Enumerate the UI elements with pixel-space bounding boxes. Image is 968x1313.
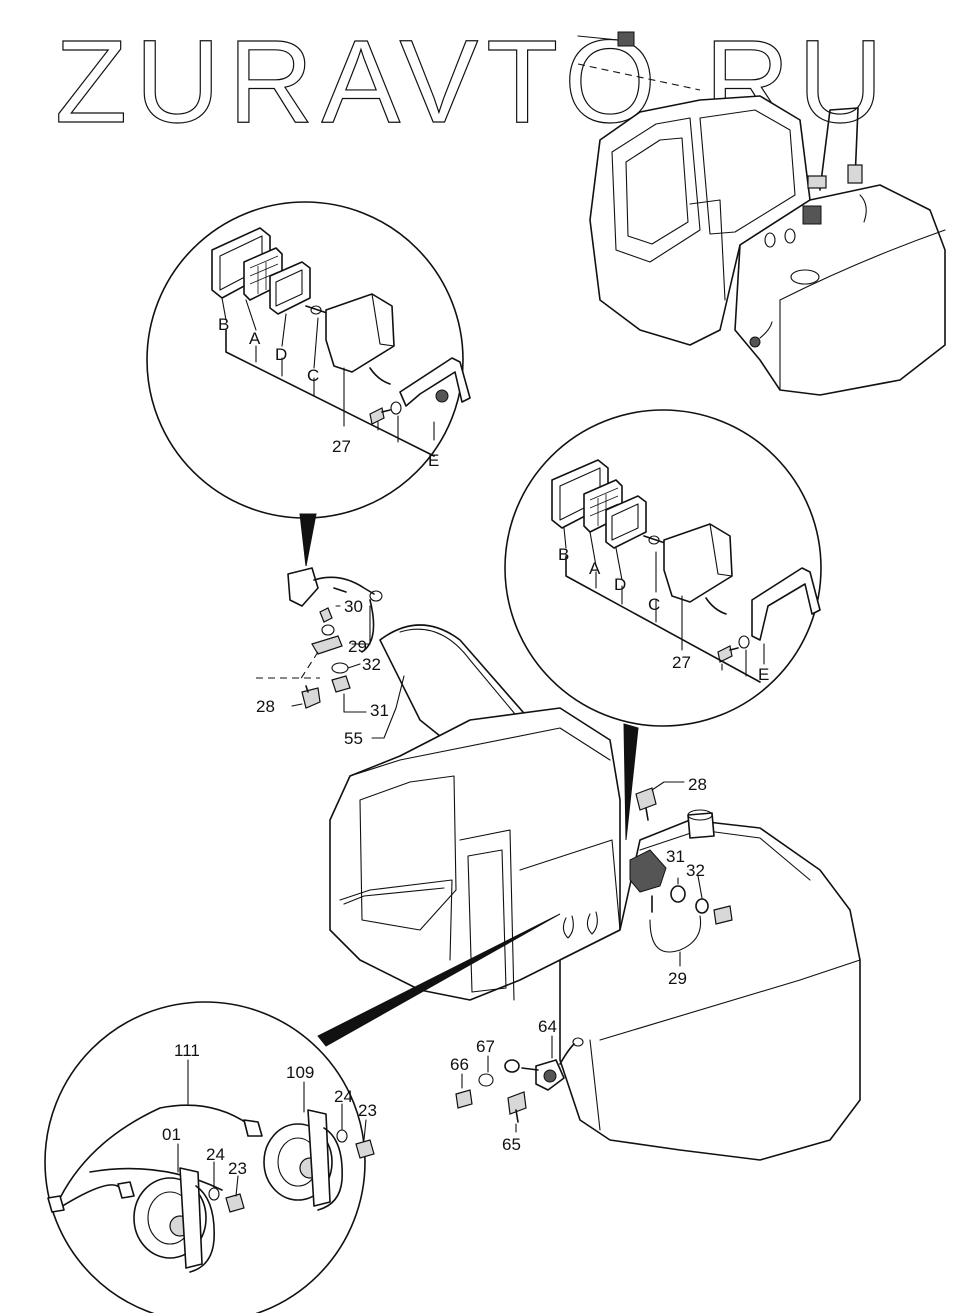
label-top-b: B	[218, 315, 229, 334]
label-top-e: E	[428, 451, 439, 470]
label-horn-23b: 23	[358, 1101, 377, 1120]
label-right-e: E	[758, 665, 769, 684]
label-right-28: 28	[688, 775, 707, 794]
pointer-horn	[317, 913, 561, 1047]
label-horn-23a: 23	[228, 1159, 247, 1178]
label-switch-67: 67	[476, 1037, 495, 1056]
label-top-c: C	[307, 366, 319, 385]
label-right-b: B	[558, 545, 569, 564]
label-right-31: 31	[666, 847, 685, 866]
label-switch-65: 65	[502, 1135, 521, 1154]
bracket-right-assembly: 28 31 32 29	[629, 775, 733, 988]
detail-circle-horn: 111 01 24 23 109 24 23	[44, 1001, 377, 1313]
pointer-top	[299, 513, 317, 567]
label-switch-64: 64	[538, 1017, 557, 1036]
label-horn-01: 01	[162, 1125, 181, 1144]
label-horn-24a: 24	[206, 1145, 225, 1164]
label-right-32: 32	[686, 861, 705, 880]
bracket-left-assembly: 30 29 32 28 31 55	[256, 567, 405, 748]
excavator-overview	[577, 31, 946, 396]
label-right-27: 27	[672, 653, 691, 672]
excavator-main	[329, 624, 861, 1161]
label-switch-66: 66	[450, 1055, 469, 1074]
label-right-29: 29	[668, 969, 687, 988]
label-top-d: D	[275, 345, 287, 364]
detail-circle-right: B A D C 27 E	[504, 409, 822, 727]
label-horn-24b: 24	[334, 1087, 353, 1106]
label-horn-109: 109	[286, 1063, 314, 1082]
switch-assembly: 64 67 66 65	[450, 1017, 584, 1154]
pointer-right	[623, 723, 639, 841]
label-left-55: 55	[344, 729, 363, 748]
label-horn-111: 111	[174, 1041, 200, 1060]
label-left-32: 32	[362, 655, 381, 674]
label-left-29: 29	[348, 637, 367, 656]
label-top-a: A	[249, 329, 261, 348]
label-right-c: C	[648, 595, 660, 614]
watermark-text: ZURAVTO.RU	[55, 16, 891, 148]
label-left-30: 30	[344, 597, 363, 616]
detail-circle-top: B A D C 27 E	[146, 201, 471, 519]
label-right-d: D	[614, 575, 626, 594]
label-left-28: 28	[256, 697, 275, 716]
label-top-27: 27	[332, 437, 351, 456]
label-right-a: A	[589, 559, 601, 578]
label-left-31: 31	[370, 701, 389, 720]
